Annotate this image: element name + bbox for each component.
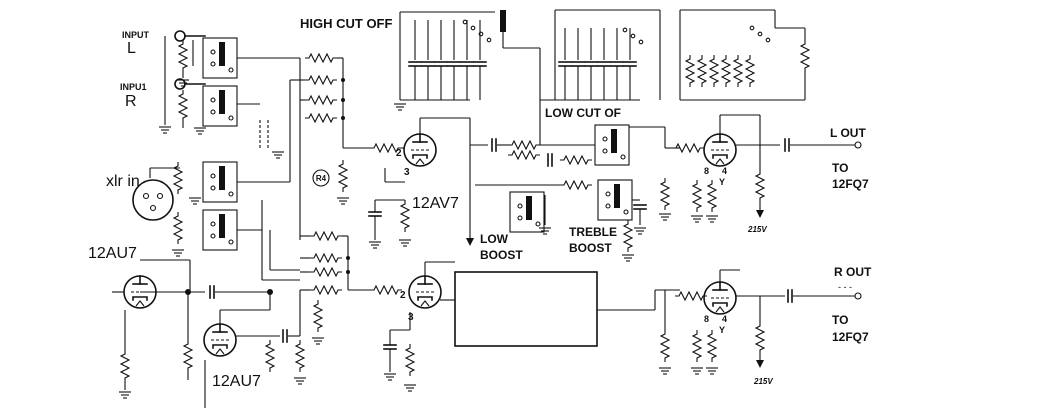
tube-12au7-left <box>112 259 273 399</box>
input-r-label: INPU1 <box>120 82 147 92</box>
pin-2-top: 2 <box>396 148 402 159</box>
pin-4-bot: 4 <box>722 314 727 324</box>
tone-switches <box>475 124 680 262</box>
high-cut-off-bank <box>393 10 541 145</box>
second-resistor-ladder <box>300 231 370 345</box>
input-l-jack-icon <box>174 30 186 42</box>
pin-2-bot: 2 <box>400 290 406 301</box>
xlr-connector-icon <box>132 179 174 221</box>
xlr-in-label: xlr in <box>106 173 140 190</box>
input-r-channel: R <box>125 93 137 110</box>
v215-top-label: 215V <box>747 225 767 234</box>
tube-12au7-left-label: 12AU7 <box>88 245 137 262</box>
r4-marker-icon <box>312 169 330 187</box>
to-r-line1: TO <box>832 313 848 327</box>
to-l-line1: TO <box>832 161 848 175</box>
tube-12av7-bottom-icon <box>408 275 442 309</box>
tube-12au7-bottom <box>203 290 307 408</box>
r-out-dashes: - - - <box>838 282 852 292</box>
r4-label: R4 <box>316 174 327 183</box>
xlr-switch-top <box>202 161 238 203</box>
input-l-channel: L <box>127 40 136 57</box>
tube-12au7-bottom-icon <box>203 323 237 357</box>
low-boost-line1: LOW <box>480 232 509 246</box>
to-r-line2: 12FQ7 <box>832 330 869 344</box>
tube-12fq7-l-icon <box>703 133 737 167</box>
treble-boost-switch <box>597 179 633 221</box>
r-out-label: R OUT <box>834 265 872 279</box>
low-cut-off-label: LOW CUT OF <box>545 106 621 120</box>
v215-bottom-label: 215V <box>753 377 773 386</box>
low-cut-off-bank <box>540 9 661 101</box>
tube-12av7-top-icon <box>403 133 437 167</box>
pin-y-bot: Y <box>719 325 725 335</box>
input-l-label: INPUT <box>122 30 150 40</box>
low-boost-switch <box>509 191 545 233</box>
pin-8-top: 8 <box>704 166 709 176</box>
output-stage-r <box>655 269 862 375</box>
input-l-switch <box>202 37 238 79</box>
tube-12av7-label: 12AV7 <box>412 195 459 212</box>
xlr-switch-bottom <box>202 209 238 251</box>
treble-boost-line1: TREBLE <box>569 225 617 239</box>
l-out-terminal-icon <box>854 141 862 149</box>
xlr-section <box>132 79 300 257</box>
pin-3-top: 3 <box>404 167 410 178</box>
tube-12av7-top <box>368 117 505 249</box>
tube-12au7-bottom-label: 12AU7 <box>212 373 261 390</box>
pin-y-top: Y <box>719 177 725 187</box>
pin-4-top: 4 <box>722 166 727 176</box>
input-resistor-ladder <box>299 53 370 240</box>
high-cut-switch-icon <box>500 10 506 32</box>
output-stage-l <box>671 9 862 223</box>
input-r-switch <box>202 85 238 127</box>
tube-12av7-bottom <box>369 261 656 392</box>
tube-12fq7-r-icon <box>703 281 737 315</box>
pin-8-bot: 8 <box>704 314 709 324</box>
l-out-label: L OUT <box>830 126 866 140</box>
low-boost-line2: BOOST <box>480 248 523 262</box>
r-out-terminal-icon <box>854 292 862 300</box>
low-cut-switch <box>594 124 630 166</box>
to-l-line2: 12FQ7 <box>832 177 869 191</box>
high-cut-off-label: HIGH CUT OFF <box>300 16 392 31</box>
pin-3-bot: 3 <box>408 312 414 323</box>
input-section <box>158 30 300 159</box>
r-channel-tone-block <box>454 271 598 347</box>
treble-boost-line2: BOOST <box>569 241 612 255</box>
